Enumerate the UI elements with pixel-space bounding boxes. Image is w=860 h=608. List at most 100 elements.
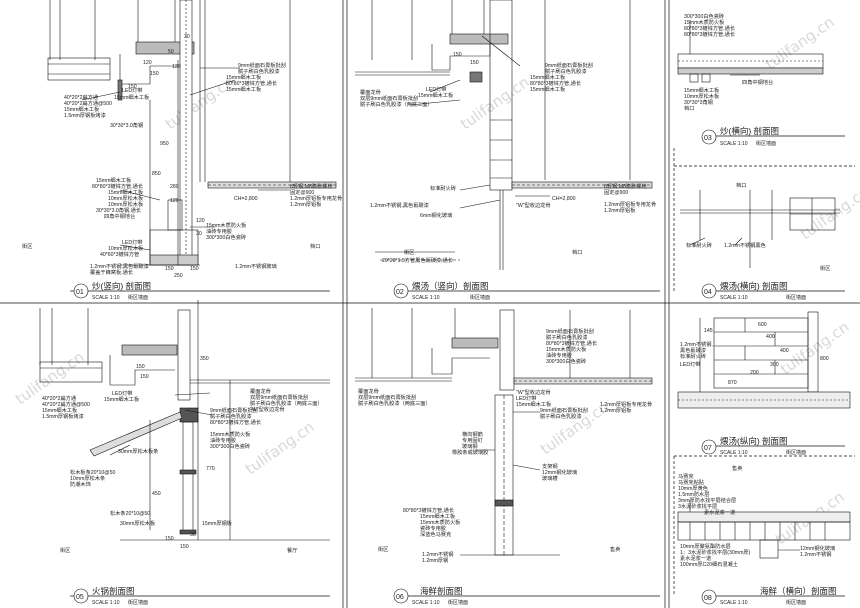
dim: 350 <box>200 356 209 362</box>
leader <box>109 444 131 456</box>
soffit-profile <box>109 355 175 386</box>
title-bubble-04 <box>701 283 717 299</box>
note: 四角中钢地台 <box>104 212 135 220</box>
dim: 200 <box>750 370 759 376</box>
leader <box>459 199 501 209</box>
scale-08: SCALE 1:10 <box>720 600 748 606</box>
counter-rail <box>167 199 183 231</box>
note: 标准耐火砖 <box>430 184 456 192</box>
note: LED灯带 <box>516 394 536 402</box>
leader <box>189 79 236 96</box>
note: 覆面龙骨 <box>250 387 271 395</box>
counter-base <box>677 67 824 75</box>
note: 覆盖于蜂窝板,通长 <box>90 268 134 276</box>
dim: 150 <box>180 544 189 550</box>
note: 100mm厚C20细石混凝土 <box>680 560 738 568</box>
title-number-03: 03 <box>704 135 712 142</box>
note: 腻子刷白色乳胶漆 <box>546 333 588 341</box>
glass-rail <box>494 499 514 507</box>
led-box <box>469 71 483 83</box>
panel-04-drawing <box>680 190 840 268</box>
note: 15mm细木工板 <box>42 406 78 414</box>
dim: 120 <box>172 64 181 70</box>
note: 油砖专用胶 <box>206 227 232 235</box>
leader <box>481 35 521 67</box>
note: 腻子刷白色乳胶漆（两底三面） <box>358 399 431 407</box>
zone-05: 街区墙面 <box>128 599 148 606</box>
dim: 300 <box>770 362 779 368</box>
note: 1.2mm不锈钢,黑色氟碳漆 <box>370 201 429 209</box>
note: 腻子刷白色乳胶漆（两底三面） <box>360 100 433 108</box>
note: 油砖专用胶 <box>546 351 572 359</box>
note: 10mm厚松木板 <box>108 244 144 252</box>
soffit-edge <box>117 79 123 101</box>
room-label: 街区 <box>60 546 70 554</box>
counter-leg <box>182 421 194 533</box>
note: 标准耐火砖 <box>686 241 712 249</box>
scale-05: SCALE 1:10 <box>92 600 120 606</box>
note: 40*20*2扁方通@500 <box>42 400 90 408</box>
note: 腻子刷白色乳胶漆 <box>210 412 252 420</box>
dim: 30 <box>190 532 196 538</box>
note: 15mm木质防火板 <box>684 18 725 26</box>
panel-02-text: 9mm纸面石膏板批刮 腻子刷白色乳胶漆 15mm细木工板 80*80*3镀锌方管… <box>360 52 656 264</box>
counter-top <box>179 407 199 423</box>
note: 40*20*2扁方通 <box>64 93 99 101</box>
panel-06-text: 覆面龙骨 双层9mm纸面石膏板批刮 腻子刷白色乳胶漆（两底三面） 9mm纸面石膏… <box>358 327 652 564</box>
dim: 770 <box>206 466 215 472</box>
note: 马赛克粘贴 <box>678 478 704 486</box>
steel-plate <box>179 529 197 535</box>
note: 30mm厚松木板条 <box>118 447 158 455</box>
leader <box>689 237 706 246</box>
note: 腻子刷白色乳胶漆 <box>545 67 587 75</box>
column-wall <box>177 309 191 401</box>
note: 30*30*3角钢 <box>684 98 713 106</box>
title-number-05: 05 <box>76 594 84 601</box>
panel-01-text: 40*20*2扁方通 40*20*2扁方通@500 15mm细木工板 1.5mm… <box>22 34 342 279</box>
dim: 30 <box>196 231 202 237</box>
note: 15mm细木工板 <box>516 400 552 408</box>
note: 80*80*3镀锌方管,通长 <box>403 506 455 514</box>
note: 8轻钢,M8膨胀螺栓 <box>604 182 647 190</box>
ceiling-slab <box>121 344 178 356</box>
note: 80*80*3镀锌方管,通长 <box>684 30 736 38</box>
watermark-2: tulifang.cn <box>457 73 533 133</box>
note: 3mm厚防水找平层结合层 <box>678 496 736 504</box>
watermark-3: tulifang.cn <box>762 13 838 73</box>
zone-08: 街区墙面 <box>786 599 806 606</box>
room-label: 街区 <box>22 242 32 250</box>
leader <box>174 392 211 396</box>
leader <box>184 409 213 416</box>
note: 300*300白色瓷砖 <box>684 12 724 20</box>
range-hood-box <box>47 57 111 81</box>
note: 15mm细木工板 <box>418 91 454 99</box>
panel-01-drawing <box>47 0 337 266</box>
note: 1.2mm不锈钢 <box>800 550 831 558</box>
note: "W"型收边龙骨 <box>516 388 551 396</box>
note: 15mm细木工板 <box>96 176 132 184</box>
note: 腻子刷白色乳胶漆 <box>238 67 280 75</box>
note: 黑色氟碳漆 <box>680 346 706 354</box>
scale-07: SCALE 1:10 <box>720 450 748 456</box>
note: 9mm纸面石膏板批刮 <box>545 61 593 69</box>
leader <box>459 184 491 191</box>
counter-plinth <box>149 254 199 266</box>
note: 30mm厚松木板 <box>120 519 156 527</box>
title-03: 炒(横向) 剖面图 <box>720 126 779 136</box>
note: 10mm厚松木板 <box>684 92 720 100</box>
tile-layer <box>677 521 851 541</box>
note: 1.2mm厚铝板 <box>600 406 632 414</box>
title-bubble-03 <box>701 129 717 145</box>
zone-02: 街区墙面 <box>470 294 490 301</box>
title-06: 海鲜剖面图 <box>420 586 463 596</box>
dim: 50 <box>168 49 174 55</box>
note: 1.2mm厚铝板专用龙骨 <box>604 200 656 208</box>
dim: 150 <box>140 374 149 380</box>
title-bubble-06 <box>393 588 409 604</box>
title-bubble-07 <box>701 439 717 455</box>
note: 300*300白色瓷砖 <box>206 233 246 241</box>
note: 玻璃钢 <box>462 442 478 450</box>
steel-plate <box>179 469 197 475</box>
note: 300*300白色瓷砖 <box>210 442 250 450</box>
note: 9mm纸面石膏板批刮 <box>540 406 588 414</box>
